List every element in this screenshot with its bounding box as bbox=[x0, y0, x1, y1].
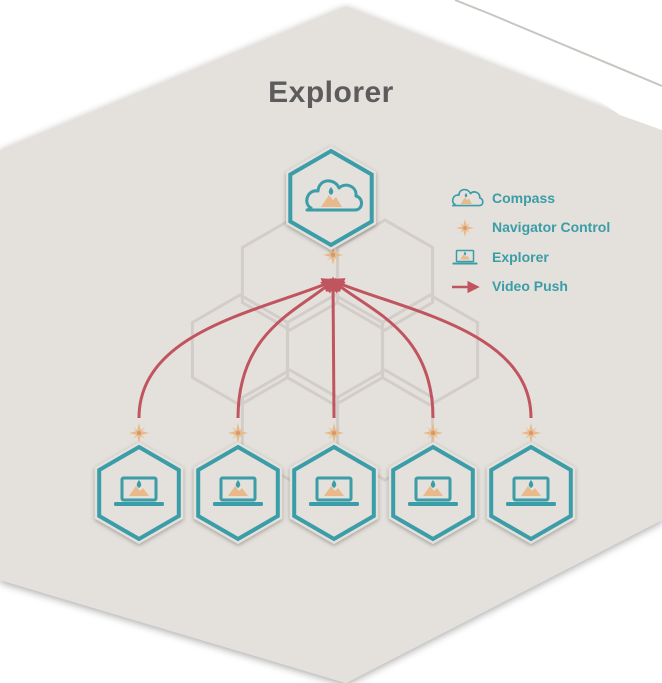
video-push-arrow bbox=[236, 278, 337, 419]
explorer-client bbox=[94, 442, 184, 544]
explorer-client bbox=[289, 442, 379, 544]
compass-hub-node bbox=[286, 146, 376, 250]
explorer-client bbox=[193, 442, 283, 544]
client-hex-border bbox=[489, 444, 573, 542]
legend-label-video-push: Video Push bbox=[492, 278, 568, 294]
client-hex-border bbox=[292, 444, 376, 542]
legend-label-compass: Compass bbox=[492, 190, 556, 206]
ghost-hexagon bbox=[380, 293, 480, 407]
legend-label-explorer: Explorer bbox=[492, 249, 549, 265]
video-push-arrow bbox=[325, 276, 341, 419]
video-push-arrow bbox=[137, 278, 338, 419]
hub-hex-border bbox=[288, 148, 374, 248]
video-push-arrow bbox=[329, 278, 435, 419]
legend-label-navigator-control: Navigator Control bbox=[492, 219, 611, 235]
explorer-client bbox=[388, 442, 478, 544]
explorer-client-nodes bbox=[94, 442, 576, 544]
adjacent-hexagon-edge bbox=[440, 0, 662, 130]
video-push-arrow bbox=[328, 278, 533, 419]
legend bbox=[451, 188, 484, 294]
explorer-client bbox=[486, 442, 576, 544]
page-title: Explorer bbox=[268, 76, 394, 109]
video-push-arrows bbox=[137, 276, 533, 419]
ghost-hexagon bbox=[335, 218, 435, 332]
client-hex-border bbox=[97, 444, 181, 542]
adjacent-hexagon-border bbox=[454, 0, 662, 87]
client-hex-border bbox=[196, 444, 280, 542]
client-hex-border bbox=[391, 444, 475, 542]
